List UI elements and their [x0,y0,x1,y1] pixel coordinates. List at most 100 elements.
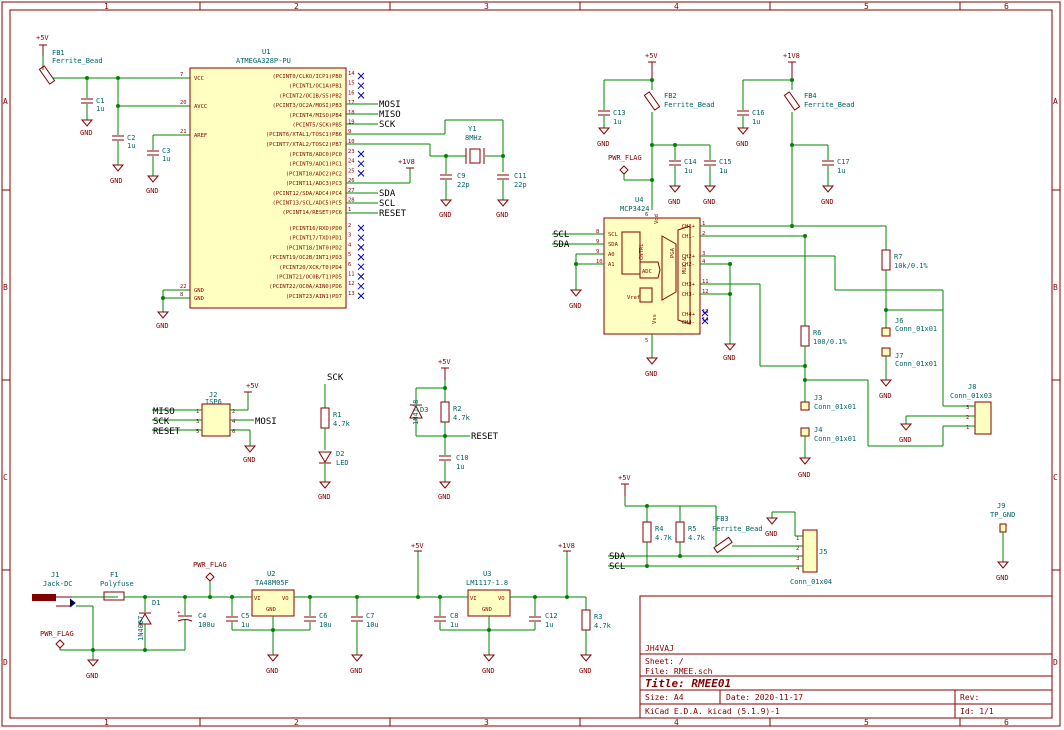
j6-ref: J6 [895,317,903,325]
u4-cntrl: CNTRL [639,243,645,260]
u4-pin-name: CH1+ [682,224,696,230]
u1-pin-num: 27 [348,188,355,194]
u1-pin-name: (PCINT14/RESET)PC6 [282,210,342,216]
j8-value: Conn_01x03 [950,392,992,400]
frame-row-c: C [3,473,8,482]
c2-gnd-label: GND [110,177,123,185]
no-connect-icon [357,160,365,168]
c4-value: 100u [198,621,215,629]
net-sck-isp: SCK [153,417,170,427]
svg-text:3: 3 [196,419,199,425]
r3-gnd-label: GND [579,667,592,675]
adc-1v8-label: +1V8 [783,52,800,60]
j1-ref: J1 [51,571,59,579]
c7-gnd-label: GND [350,667,363,675]
c3-gnd-label: GND [146,187,159,195]
u4-pin-num: 12 [702,289,709,295]
tb-company: JH4VAJ [645,644,674,653]
u4-pin-num: 10 [596,259,603,265]
net-miso-u1: MISO [379,110,401,120]
no-connect-icon [357,170,365,177]
j7-value: Conn_01x01 [895,360,937,368]
c16-value: 1u [752,118,760,126]
frame-col-5-bottom: 5 [864,718,869,727]
c3-ref: C3 [162,147,170,155]
frame-col-4: 4 [674,2,679,11]
u4-pin-name: CH1- [682,234,695,240]
net-sda-j5: SDA [609,552,626,562]
fb4-ref: FB4 [804,92,817,100]
fb3-ref: FB3 [716,515,729,523]
fb1-ref: FB1 [52,49,65,57]
svg-text:2: 2 [232,409,235,415]
u1-pin-num: 15 [348,81,355,87]
frame-col-3: 3 [484,2,489,11]
u2-ref: U2 [267,570,275,578]
u3-gnd-pin: GND [482,607,492,613]
fb1-value: Ferrite_Bead [52,57,103,65]
u1-pin-num: 9 [348,129,351,135]
u1-pin-num: 20 [180,100,187,106]
u4-pin-num: 4 [702,259,706,265]
u1-value: ATMEGA328P-PU [236,57,291,65]
net-scl-j5: SCL [609,562,625,572]
j2-5v-label: +5V [246,382,259,390]
j9-gnd-label: GND [996,574,1009,582]
no-connect-icon [357,92,365,99]
u4-vss-num: 5 [645,338,648,344]
svg-text:4: 4 [232,419,236,425]
c16-gnd-label: GND [736,140,749,148]
svg-text:2: 2 [796,546,799,552]
r7-ref: R7 [894,253,902,261]
u1-pin-name: (PCINT3/OC2A/MOSI)PB3 [272,103,342,109]
c15-ref: C15 [719,158,732,166]
u1-pin-num: 2 [348,223,351,229]
u1-pin-num: 12 [348,281,355,287]
u1-pin-num: 18 [348,110,355,116]
u1-atmega328p: U1 ATMEGA328P-PU VCC7AVCC20AREF21GND22GN… [180,48,365,309]
u4-pin-name: CH3+ [682,282,696,288]
u1-pin-name: (PCINT17/TXD)PD1 [289,236,342,242]
tb-id: Id: 1/1 [960,707,994,716]
u4-ch-gnd-label: GND [723,354,736,362]
u2-vo: VO [282,596,289,602]
adc-5v-label: +5V [645,52,658,60]
psu-gnd-1-label: GND [86,672,99,680]
c9-gnd-label: GND [439,211,452,219]
u1-gnd-label: GND [156,322,169,330]
j8-ref: J8 [968,383,976,391]
u1-pin-name: (PCINT22/OC0A/AIN0)PD6 [269,284,342,290]
u1-pin-name: (PCINT23/AIN1)PD7 [286,294,342,300]
j7-symbol [881,347,891,357]
u1-pin-name: (PCINT1/OC1A)PB1 [289,84,342,90]
u1-pin-num: 21 [180,129,187,135]
f1-value: Polyfuse [100,580,134,588]
u4-adc: ADC [642,269,652,275]
u1-pin-name: (PCINT4/MISO)PB4 [289,113,343,119]
f1-symbol [103,591,125,601]
u1-pin-num: 5 [348,252,351,258]
r3-value: 4.7k [594,622,612,630]
frame-row-d: D [3,658,8,667]
svg-text:2: 2 [966,415,969,421]
j6-symbol [881,327,891,337]
u4-vref: Vref [627,295,640,301]
j2-ref: J2 [209,391,217,399]
frame-row-c-right: C [1053,473,1058,482]
c17-ref: C17 [837,158,850,166]
frame-row-a-right: A [1053,97,1058,106]
power-supply-section: J1 Jack-DC F1 Polyfuse PWR_FLAG GND D1 1… [32,542,612,680]
u4-left-nets: SCL SDA GND [552,230,604,310]
u1-pin-num: 4 [348,242,352,248]
r2-ref: R2 [453,405,461,413]
u4-pin-name: CH3- [682,292,695,298]
u1-ref: U1 [262,48,270,56]
r6-value: 100/0.1% [813,338,848,346]
no-connect-icon [357,150,365,158]
pwr-flag-1-label: PWR_FLAG [40,630,74,638]
u1-pin-num: 6 [348,262,351,268]
u1-pin-num: 7 [180,72,183,78]
